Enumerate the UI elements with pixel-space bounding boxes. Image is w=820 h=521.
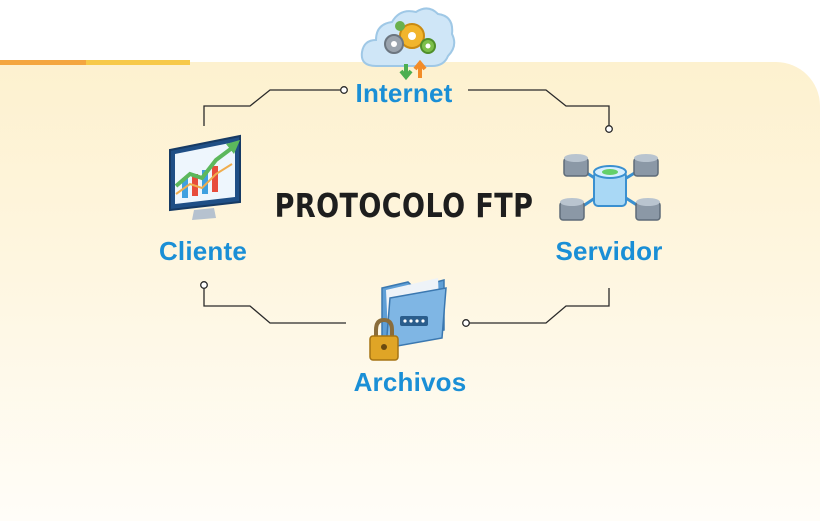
locked-folder-icon: [369, 278, 447, 361]
accent-bar-orange: [0, 60, 86, 65]
diagram-title: PROTOCOLO FTP: [274, 186, 534, 225]
node-label-cliente: Cliente: [158, 236, 248, 266]
node-label-archivos: Archivos: [353, 367, 467, 397]
node-label-servidor: Servidor: [555, 236, 663, 266]
accent-bar-yellow: [86, 60, 190, 65]
connector-dot: [462, 319, 470, 327]
connector-dot: [605, 125, 613, 133]
connector-cliente-internet: [203, 89, 342, 126]
connector-internet-servidor: [468, 89, 610, 126]
cloud-gears-icon: [360, 7, 456, 81]
database-server-icon: [559, 154, 661, 221]
connector-archivos-cliente: [203, 288, 346, 324]
node-label-internet: Internet: [355, 78, 453, 108]
monitor-chart-icon: [169, 134, 241, 220]
connector-servidor-archivos: [469, 288, 610, 324]
connector-dot: [200, 281, 208, 289]
connector-dot: [340, 86, 348, 94]
